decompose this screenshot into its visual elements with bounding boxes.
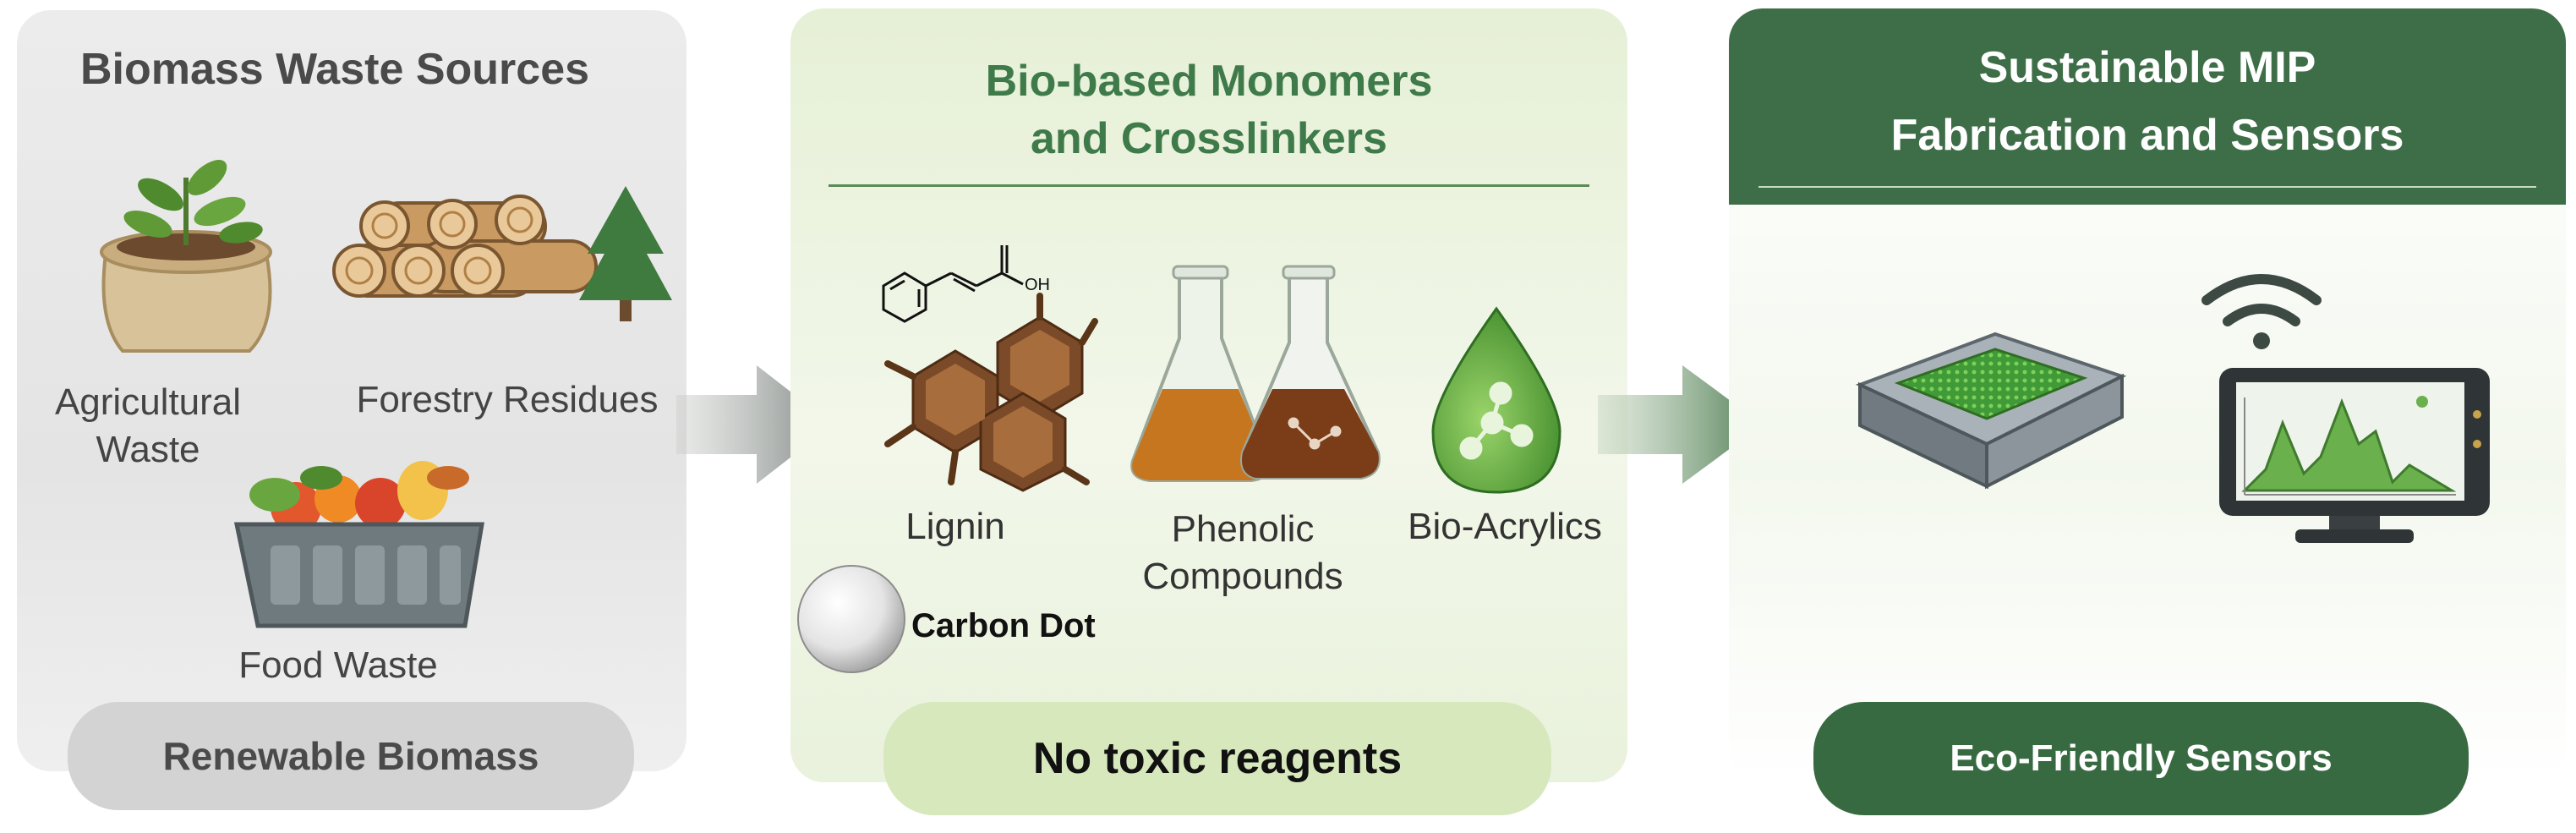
cinnamic-acid-structure-icon: OH <box>882 245 1050 323</box>
agricultural-waste-icon <box>100 160 272 353</box>
sensors-divider <box>1758 186 2536 188</box>
agricultural-waste-label: Agricultural Waste <box>51 379 245 474</box>
sensors-title-line1: Sustainable MIP <box>1978 43 2316 92</box>
biomass-sources-title: Biomass Waste Sources <box>79 45 590 94</box>
phenolic-compounds-icon <box>1130 265 1381 482</box>
monomers-title: Bio-based Monomers and Crosslinkers <box>790 52 1627 167</box>
forestry-residues-label: Forestry Residues <box>356 379 659 420</box>
phenolic-label-line2: Compounds <box>1142 556 1343 597</box>
phenolic-label: Phenolic Compounds <box>1103 506 1382 600</box>
mip-sensor-chip-icon <box>1855 332 2127 490</box>
phenolic-label-line1: Phenolic <box>1171 508 1315 550</box>
flow-arrow-icon-2 <box>1598 365 1763 484</box>
carbon-dot-icon <box>797 565 905 673</box>
food-waste-icon <box>233 461 484 628</box>
biomass-sources-panel <box>17 10 686 771</box>
monomers-divider <box>829 184 1589 187</box>
sensors-title-line2: Fabrication and Sensors <box>1890 111 2404 160</box>
lignin-icon <box>884 293 1098 492</box>
sensor-monitor-icon <box>2219 368 2490 543</box>
sensors-title: Sustainable MIP Fabrication and Sensors <box>1729 34 2566 169</box>
bio-acrylics-icon <box>1431 306 1561 494</box>
wireless-signal-icon <box>2201 274 2322 349</box>
no-toxic-reagents-badge: No toxic reagents <box>883 702 1551 815</box>
renewable-biomass-badge: Renewable Biomass <box>68 702 634 810</box>
bio-acrylics-label: Bio-Acrylics <box>1408 506 1602 547</box>
forestry-residues-icon <box>332 186 672 321</box>
lignin-label: Lignin <box>905 506 1005 547</box>
food-waste-label: Food Waste <box>238 644 438 686</box>
carbon-dot-label: Carbon Dot <box>911 607 1096 644</box>
monomers-title-line1: Bio-based Monomers <box>985 57 1433 106</box>
agricultural-waste-text: Agricultural Waste <box>54 381 242 470</box>
oh-label: OH <box>1025 276 1050 294</box>
sensors-panel-header <box>1729 8 2566 205</box>
eco-friendly-sensors-badge: Eco-Friendly Sensors <box>1813 702 2469 815</box>
monomers-title-line2: and Crosslinkers <box>1031 114 1387 163</box>
